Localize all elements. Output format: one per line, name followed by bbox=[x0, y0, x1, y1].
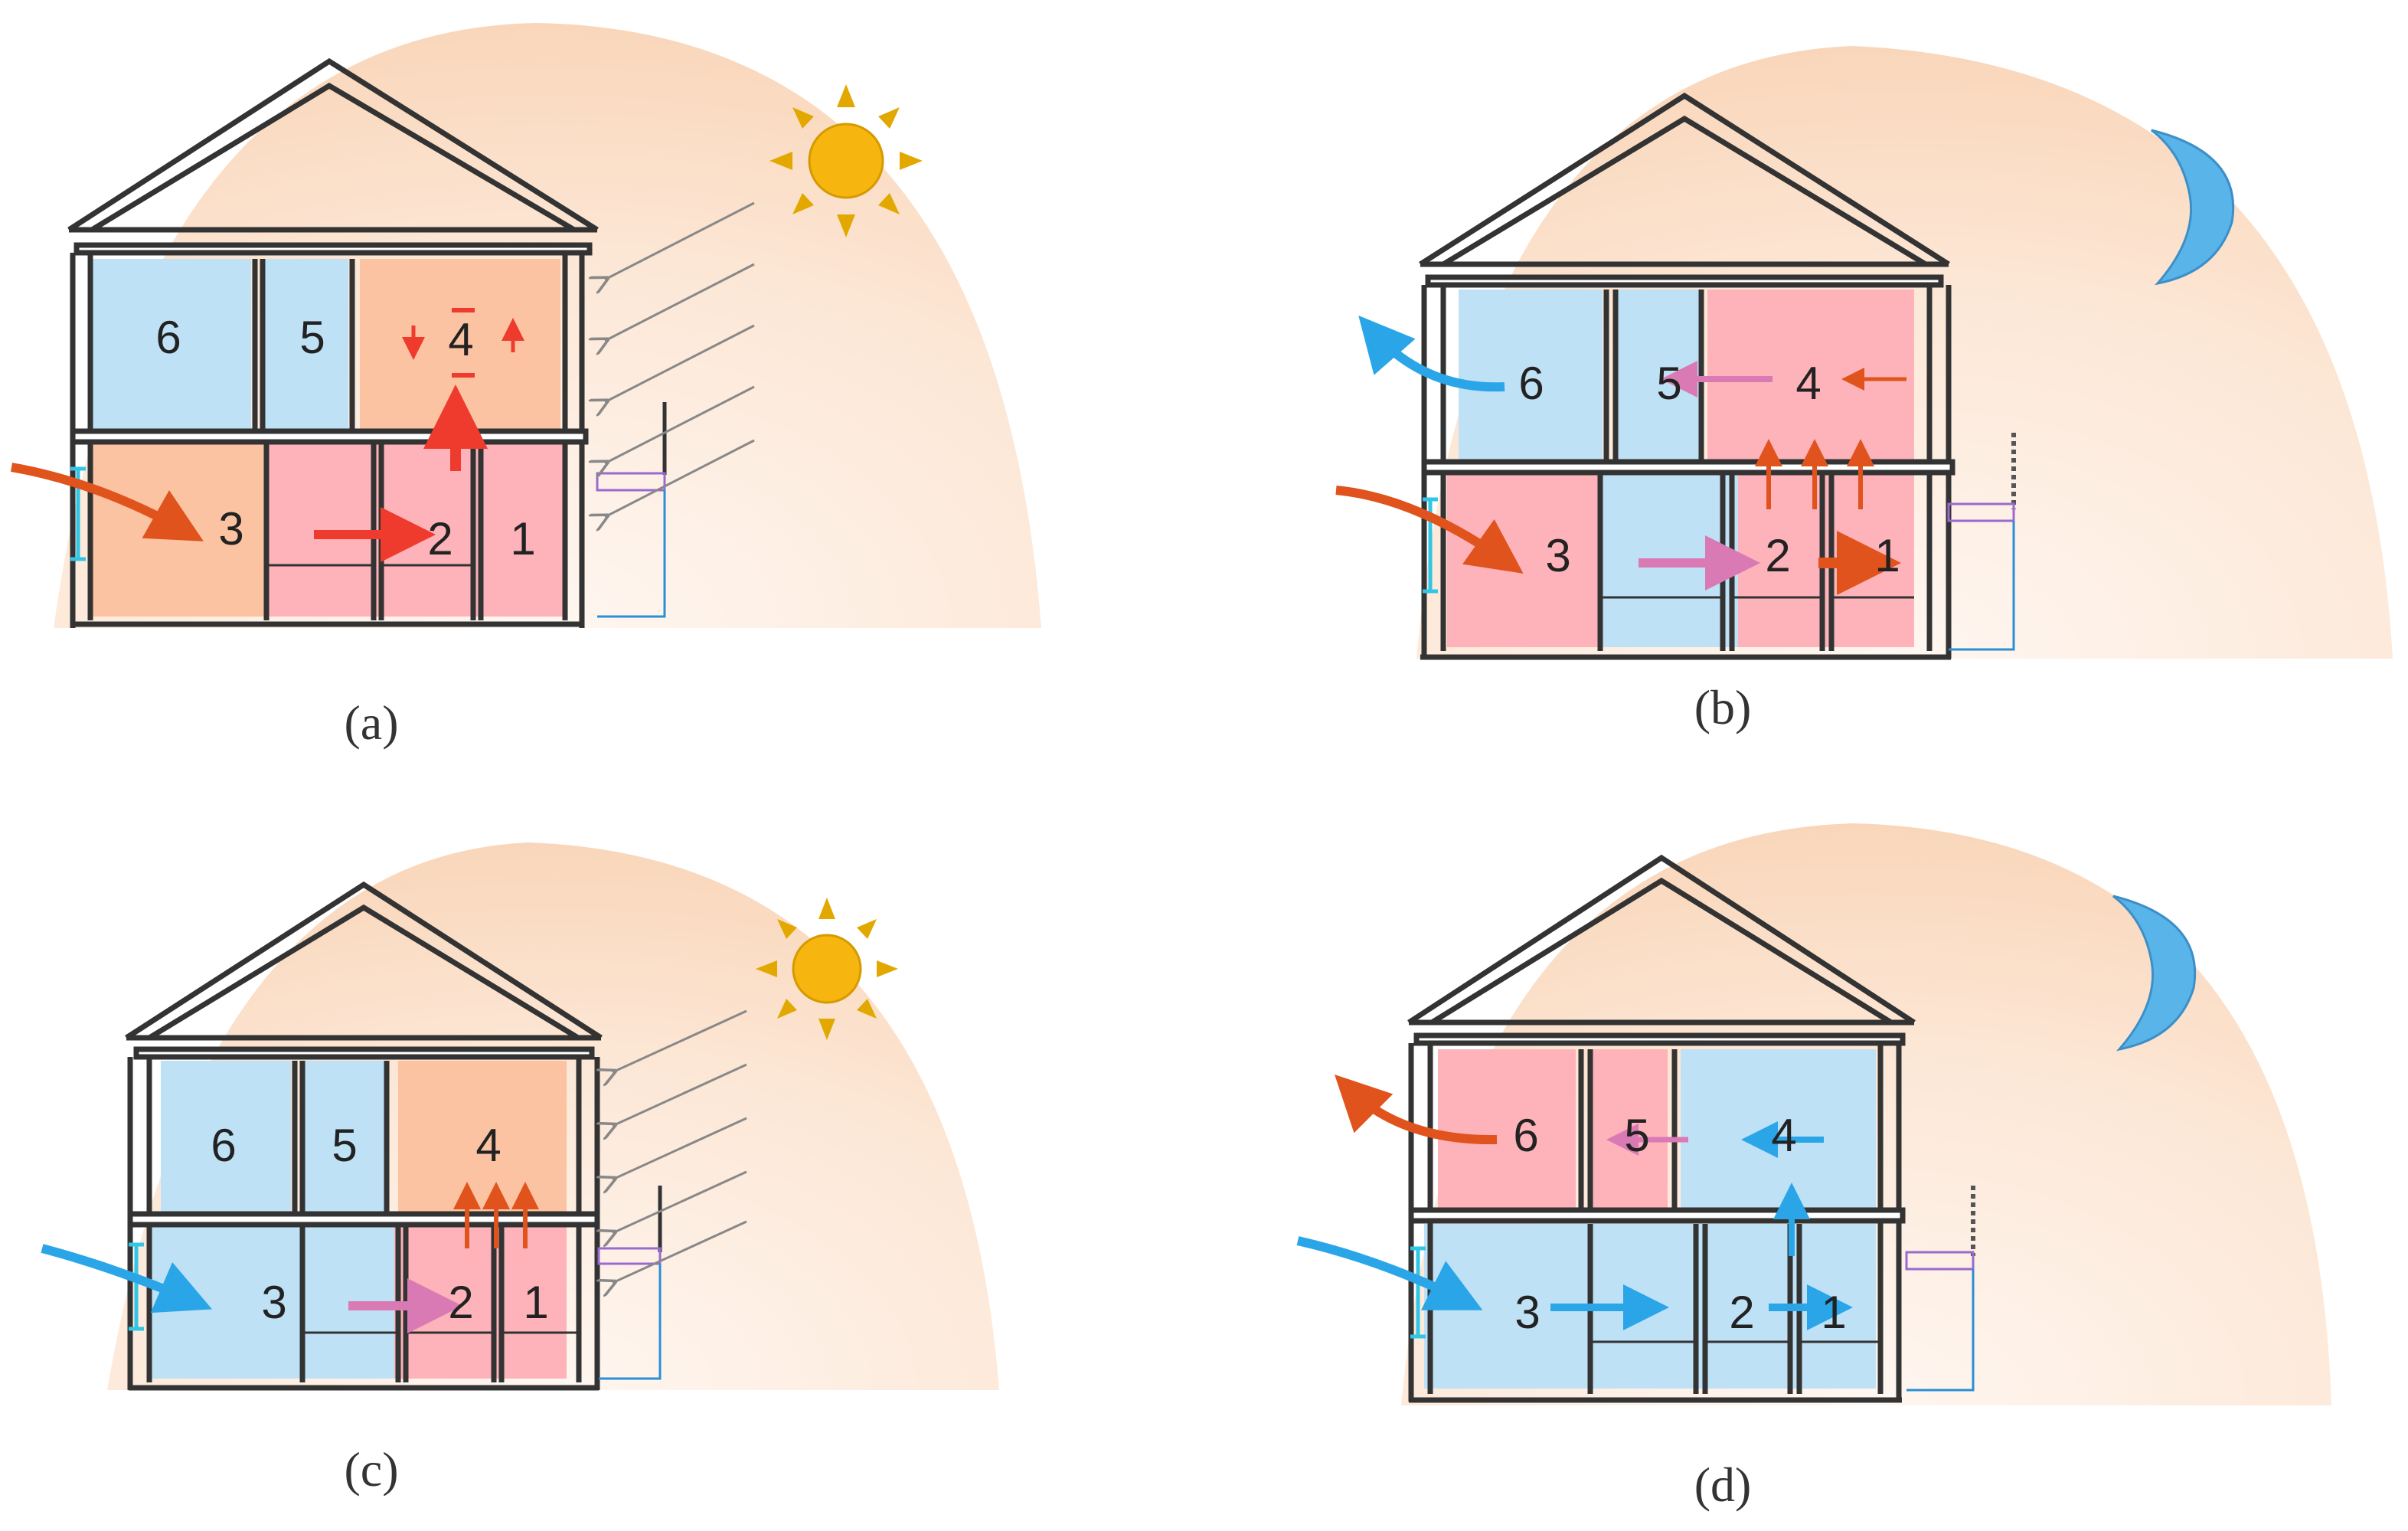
room-3-label: 3 bbox=[1514, 1287, 1540, 1338]
sun-icon bbox=[756, 898, 898, 1040]
panel-a: 6 5 4 3 2 1 (a) bbox=[10, 23, 1041, 750]
room-6 bbox=[1438, 1049, 1576, 1210]
room-4-label: 4 bbox=[1795, 358, 1821, 409]
house-outline bbox=[1407, 854, 1916, 1403]
house-outline bbox=[125, 881, 603, 1391]
room-1 bbox=[498, 1225, 567, 1379]
airflow-arrow bbox=[1296, 1236, 1483, 1310]
room-6 bbox=[90, 259, 251, 431]
panel-d: 6 5 4 3 2 1 (d) bbox=[1296, 823, 2331, 1512]
airflow-arrow bbox=[1358, 315, 1505, 392]
panel-caption: (c) bbox=[344, 1442, 398, 1497]
room-1-label: 1 bbox=[510, 513, 535, 564]
terrace bbox=[1947, 433, 2016, 651]
panel-c: 6 5 4 3 2 1 (c) bbox=[41, 842, 999, 1497]
room-1-label: 1 bbox=[1821, 1287, 1846, 1338]
room-2-label: 2 bbox=[1729, 1287, 1754, 1338]
room-5 bbox=[305, 1061, 385, 1214]
room-5 bbox=[264, 259, 348, 431]
airflow-arrow bbox=[1335, 1075, 1498, 1145]
room-1 bbox=[481, 444, 565, 617]
room-3-label: 3 bbox=[1545, 530, 1570, 581]
room-5-label: 5 bbox=[299, 312, 325, 363]
solar-rays bbox=[605, 201, 755, 517]
inlet-window bbox=[1410, 1246, 1426, 1339]
room-4-label: 4 bbox=[475, 1120, 501, 1171]
airflow-arrow bbox=[10, 463, 204, 541]
panel-b: 6 5 4 3 2 1 (b) bbox=[1335, 46, 2393, 734]
room-3-label: 3 bbox=[218, 503, 243, 554]
panel-caption: (a) bbox=[344, 695, 398, 750]
room-6-label: 6 bbox=[155, 312, 181, 363]
solar-rays bbox=[613, 1009, 747, 1283]
room-1-label: 1 bbox=[523, 1277, 548, 1328]
room-6-label: 6 bbox=[1513, 1110, 1538, 1161]
sun-icon bbox=[769, 84, 923, 237]
room-5-label: 5 bbox=[1624, 1110, 1649, 1161]
room-4-label: 4 bbox=[448, 314, 473, 365]
room-4 bbox=[1707, 290, 1914, 462]
inlet-window bbox=[129, 1242, 144, 1331]
room-4-label: 4 bbox=[1771, 1110, 1796, 1161]
room-5-label: 5 bbox=[332, 1120, 357, 1171]
terrace bbox=[597, 1186, 662, 1380]
airflow-arrow bbox=[41, 1244, 213, 1313]
terrace bbox=[1905, 1186, 1975, 1392]
room-2-label: 2 bbox=[448, 1277, 473, 1328]
room-1-label: 1 bbox=[1874, 530, 1900, 581]
room-5-label: 5 bbox=[1656, 358, 1681, 409]
moon-icon bbox=[2151, 129, 2235, 286]
room-3-label: 3 bbox=[261, 1277, 286, 1328]
house-outline bbox=[1419, 92, 1955, 660]
room-6 bbox=[161, 1061, 291, 1214]
airflow-arrow bbox=[1335, 486, 1524, 574]
room-6-label: 6 bbox=[211, 1120, 236, 1171]
room-6 bbox=[1459, 290, 1603, 462]
room-6-label: 6 bbox=[1518, 358, 1544, 409]
room-2-label: 2 bbox=[427, 513, 453, 564]
moon-icon bbox=[2112, 895, 2197, 1052]
panel-caption: (b) bbox=[1694, 680, 1752, 734]
room-3 bbox=[1447, 475, 1600, 647]
panel-caption: (d) bbox=[1694, 1457, 1752, 1512]
room-2-label: 2 bbox=[1765, 530, 1790, 581]
terrace bbox=[596, 402, 667, 618]
